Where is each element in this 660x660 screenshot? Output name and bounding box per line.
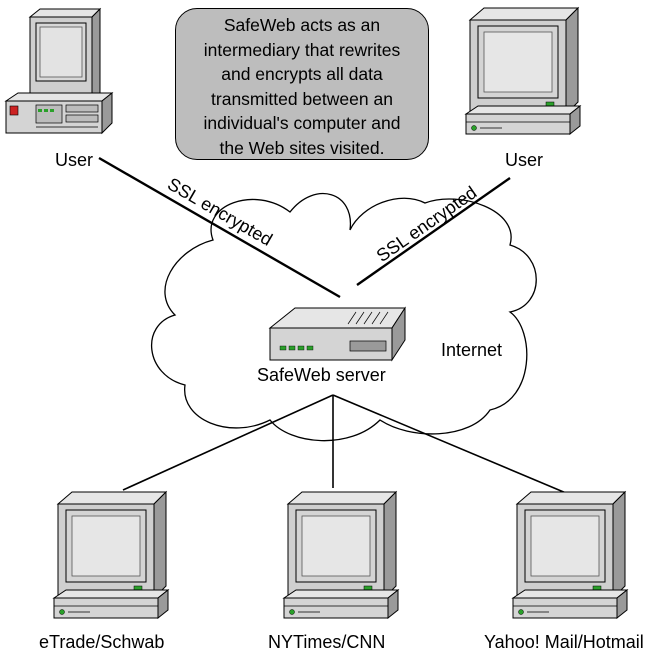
user-computer-left	[5, 8, 113, 134]
website-computer-yahoo	[512, 491, 628, 619]
site-label-yahoo: Yahoo! Mail/Hotmail	[484, 632, 644, 652]
callout-line: intermediary that rewrites	[203, 39, 401, 60]
callout-line: the Web sites visited.	[219, 137, 385, 158]
site-label-nytimes: NYTimes/CNN	[268, 632, 386, 652]
site-label-etrade: eTrade/Schwab	[39, 632, 165, 652]
callout-line: transmitted between an	[211, 88, 393, 109]
callout-line: SafeWeb acts as an	[223, 15, 381, 35]
user-label-left: User	[55, 150, 94, 170]
user-label-right: User	[505, 150, 544, 170]
ssl-link-left	[98, 156, 341, 299]
explanation-callout: SafeWeb acts as an intermediary that rew…	[175, 8, 429, 160]
internet-label: Internet	[441, 340, 503, 360]
user-computer-right	[465, 7, 581, 135]
website-computer-nytimes	[283, 491, 399, 619]
website-computer-etrade	[53, 491, 169, 619]
safeweb-server-icon	[268, 306, 406, 362]
link-etrade	[122, 394, 334, 491]
link-yahoo	[332, 394, 567, 494]
callout-line: and encrypts all data	[221, 64, 383, 84]
callout-line: individual's computer and	[203, 113, 401, 133]
server-label: SafeWeb server	[257, 365, 386, 385]
ssl-link-right	[356, 177, 511, 286]
